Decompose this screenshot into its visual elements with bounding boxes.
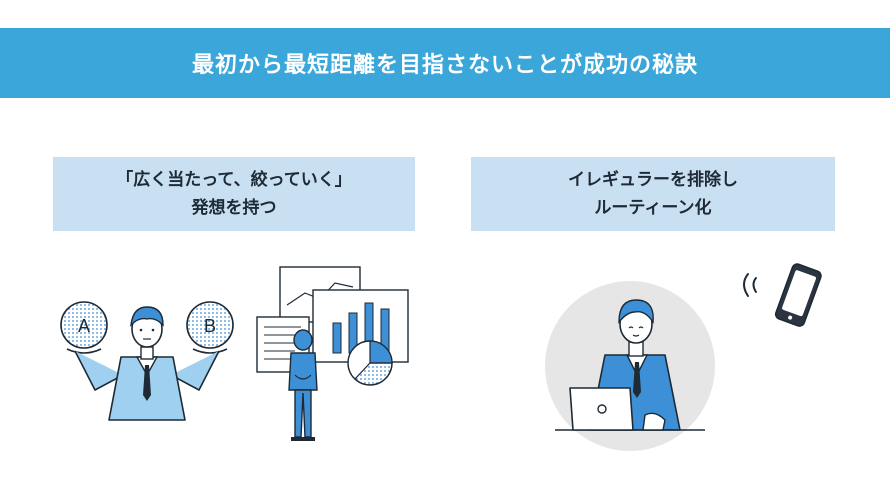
point-card-right: イレギュラーを排除し ルーティーン化: [471, 157, 835, 231]
point-card-left-line1: 「広く当たって、絞っていく」: [116, 170, 352, 190]
option-bubble-a-label: A: [78, 316, 90, 336]
smartphone-icon: [743, 263, 822, 327]
point-card-left-line2: 発想を持つ: [191, 198, 277, 218]
option-bubble-a: A: [60, 301, 108, 349]
page-title: 最初から最短距離を目指さないことが成功の秘訣: [191, 53, 698, 78]
option-bubble-b: B: [186, 301, 234, 349]
man-with-options-illustration: A B: [60, 301, 234, 421]
man-working-laptop-illustration: [545, 281, 715, 451]
page-title-banner: 最初から最短距離を目指さないことが成功の秘訣: [0, 28, 890, 98]
point-card-right-line1: イレギュラーを排除し: [568, 170, 738, 190]
point-card-right-line2: ルーティーン化: [594, 198, 712, 218]
point-card-left: 「広く当たって、絞っていく」 発想を持つ: [53, 157, 415, 231]
man-viewing-charts-illustration: [256, 266, 409, 441]
option-bubble-b-label: B: [204, 316, 216, 336]
